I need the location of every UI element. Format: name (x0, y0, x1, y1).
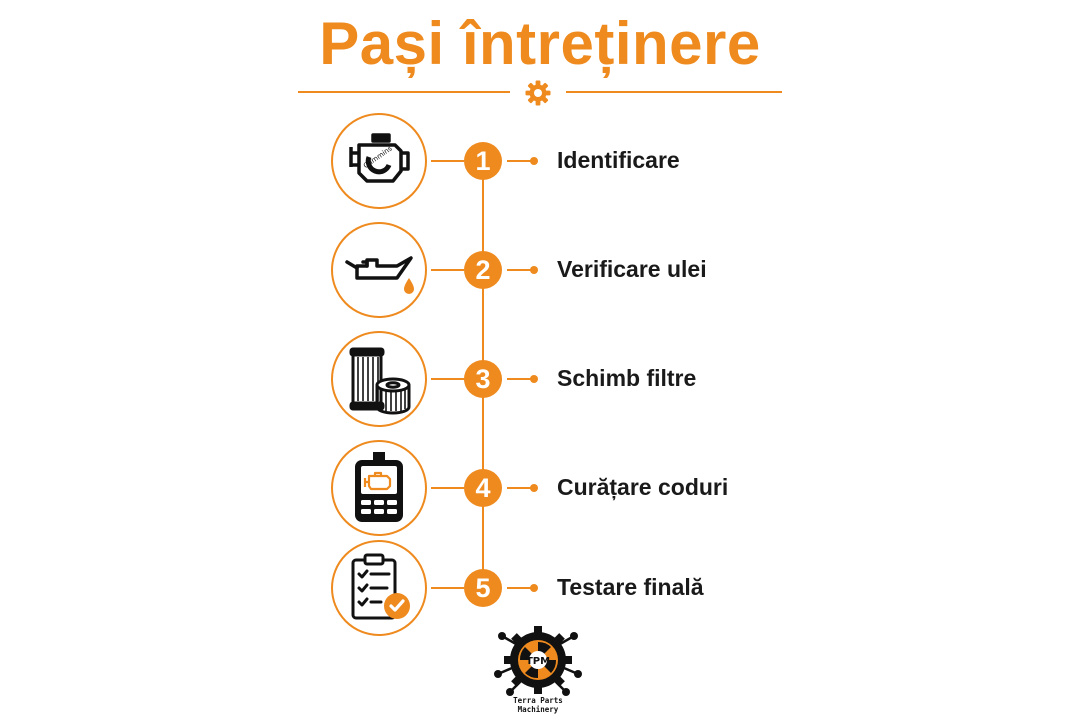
step-5-label: Testare finală (557, 574, 704, 600)
step-5-connector (431, 587, 464, 589)
step-4-icon-circle (331, 440, 427, 536)
step-4-badge: 4 (464, 469, 502, 507)
step-3-label: Schimb filtre (557, 365, 697, 391)
logo-line-2: Machinery (517, 705, 559, 714)
obd-scanner-icon (355, 452, 403, 522)
step-3-arrow-dot (530, 375, 538, 383)
step-3-connector (431, 378, 464, 380)
step-5-arrow-dot (530, 584, 538, 592)
logo-line-1: Terra Parts (513, 696, 563, 705)
company-logo: TPM Terra Parts Machinery (488, 622, 588, 720)
step-2-label: Verificare ulei (557, 256, 707, 282)
engine-icon: Cummins (349, 133, 410, 183)
step-2-icon-circle (331, 222, 427, 318)
step-4-connector (431, 487, 464, 489)
step-1-arrow (507, 160, 531, 162)
step-4-arrow (507, 487, 531, 489)
step-1-connector (431, 160, 464, 162)
step-4-label: Curățare coduri (557, 474, 729, 500)
step-3-arrow (507, 378, 531, 380)
step-2-arrow-dot (530, 266, 538, 274)
step-5-badge: 5 (464, 569, 502, 607)
step-1-badge: 1 (464, 142, 502, 180)
step-1-icon-circle: Cummins (331, 113, 427, 209)
gear-logo-icon: TPM (494, 626, 582, 696)
step-3-badge: 3 (464, 360, 502, 398)
step-1-arrow-dot (530, 157, 538, 165)
title-divider-left (298, 91, 510, 93)
step-3-icon-circle (331, 331, 427, 427)
checklist-icon (351, 553, 410, 620)
step-5-icon-circle (331, 540, 427, 636)
step-2-connector (431, 269, 464, 271)
step-4-arrow-dot (530, 484, 538, 492)
page-title: Pași întreținere (319, 10, 761, 77)
filters-icon (349, 347, 411, 415)
step-1-label: Identificare (557, 147, 680, 173)
step-2-badge: 2 (464, 251, 502, 289)
step-5-arrow (507, 587, 531, 589)
gear-icon (523, 78, 553, 108)
step-2-arrow (507, 269, 531, 271)
title-divider-right (566, 91, 782, 93)
svg-text:TPM: TPM (526, 656, 550, 667)
oil-can-icon (345, 256, 414, 294)
